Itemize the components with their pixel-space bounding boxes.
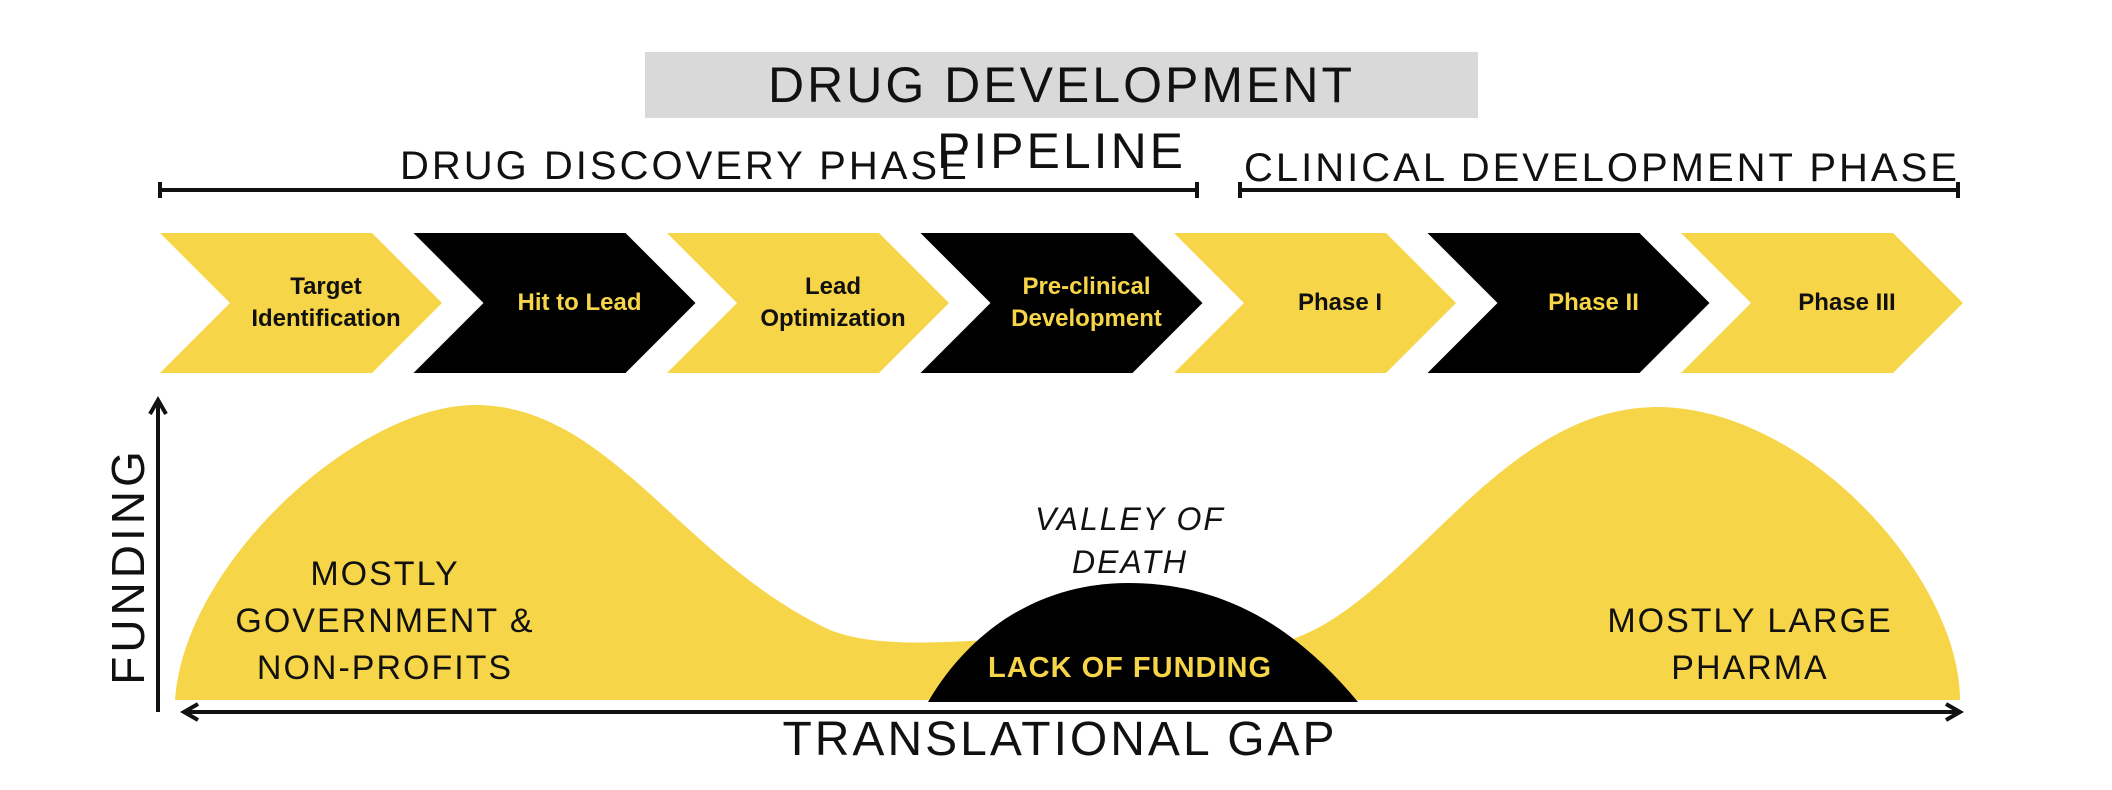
funding-axis-arrow xyxy=(148,395,168,712)
title-background xyxy=(645,52,1478,118)
left-funding-line: GOVERNMENT & xyxy=(235,602,535,640)
page-title: DRUG DEVELOPMENT PIPELINE xyxy=(768,57,1355,179)
stage-label-line: Lead xyxy=(804,273,861,300)
stage-label-line: Phase III xyxy=(1798,289,1896,316)
stage-chevron xyxy=(413,233,696,373)
stage-label-line: Optimization xyxy=(760,305,906,332)
stage-label-text: Phase II xyxy=(1548,287,1639,319)
stage-label-line: Target xyxy=(290,273,362,300)
stage-chevrons xyxy=(160,233,1963,373)
right-funding-line: MOSTLY LARGE xyxy=(1607,602,1893,640)
stage-chevron xyxy=(1427,233,1710,373)
stage-label-text: Phase III xyxy=(1798,287,1895,319)
stage-chevron xyxy=(667,233,949,373)
valley-line: DEATH xyxy=(1071,544,1189,580)
translational-gap-arrow xyxy=(179,702,1965,722)
clinical-bracket xyxy=(1238,182,1960,198)
stage-label-line: Phase II xyxy=(1548,289,1639,316)
stage-label: Hit to Lead xyxy=(484,258,676,348)
valley-line: VALLEY OF xyxy=(1035,501,1225,537)
left-funding-text: MOSTLY GOVERNMENT & NON-PROFITS xyxy=(200,551,570,692)
stage-chevron xyxy=(160,233,442,373)
valley-of-death-label: VALLEY OF DEATH xyxy=(970,498,1290,584)
stage-label: Phase I xyxy=(1244,258,1436,348)
funding-axis-label: FUNDING xyxy=(102,447,154,685)
discovery-bracket xyxy=(158,182,1199,198)
stage-label-text: Phase I xyxy=(1298,287,1382,319)
translational-gap-label: TRANSLATIONAL GAP xyxy=(782,713,1338,766)
discovery-phase-label: DRUG DISCOVERY PHASE xyxy=(400,144,970,188)
stage-label: Phase II xyxy=(1498,258,1690,348)
stage-chevron xyxy=(1681,233,1963,373)
clinical-phase-label: CLINICAL DEVELOPMENT PHASE xyxy=(1244,146,1960,190)
lack-of-funding-label: LACK OF FUNDING xyxy=(987,652,1273,684)
lack-of-funding-mound xyxy=(928,583,1358,702)
stage-label-line: Hit to Lead xyxy=(517,289,642,316)
funding-curve xyxy=(175,405,1960,700)
stage-label-text: Hit to Lead xyxy=(518,287,642,319)
stage-label-line: Identification xyxy=(251,305,401,332)
stage-chevron xyxy=(920,233,1203,373)
stage-chevron xyxy=(1174,233,1456,373)
stage-label-line: Development xyxy=(1011,305,1162,332)
right-funding-line: PHARMA xyxy=(1671,649,1829,687)
stage-label-line: Pre-clinical xyxy=(1022,273,1151,300)
left-funding-line: MOSTLY xyxy=(310,555,460,593)
stage-label-line: Phase I xyxy=(1297,289,1383,316)
right-funding-text: MOSTLY LARGE PHARMA xyxy=(1560,598,1940,692)
left-funding-line: NON-PROFITS xyxy=(256,649,514,687)
stage-label: Phase III xyxy=(1751,258,1943,348)
